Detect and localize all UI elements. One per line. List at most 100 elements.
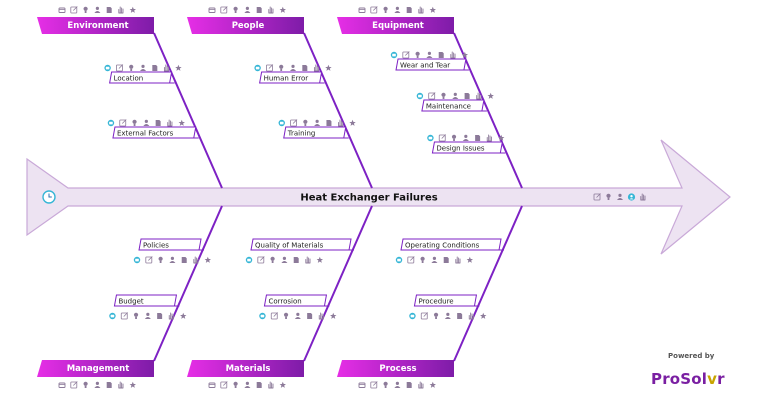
category-people[interactable]: People — [187, 6, 304, 35]
hand-icon[interactable] — [168, 312, 174, 320]
lightbulb-icon[interactable] — [303, 119, 308, 126]
cause-design-issues[interactable]: Design Issues — [427, 134, 506, 154]
clock-icon[interactable] — [42, 190, 56, 204]
user-icon[interactable] — [444, 312, 451, 319]
document-icon[interactable] — [106, 382, 112, 388]
document-icon[interactable] — [106, 7, 112, 13]
document-icon[interactable] — [256, 382, 262, 388]
link-icon[interactable] — [220, 6, 228, 14]
link-icon[interactable] — [70, 6, 78, 14]
category-environment[interactable]: Environment — [37, 6, 154, 35]
user-icon[interactable] — [94, 6, 101, 13]
star-icon[interactable] — [279, 6, 286, 13]
star-icon[interactable] — [498, 134, 505, 141]
hand-icon[interactable] — [476, 92, 482, 100]
user-icon[interactable] — [462, 134, 469, 141]
cause-location[interactable]: Location — [104, 64, 182, 84]
cause-label-box[interactable] — [395, 58, 467, 71]
link-icon[interactable] — [290, 119, 298, 127]
link-icon[interactable] — [402, 51, 410, 59]
cause-wear-and-tear[interactable]: Wear and Tear — [390, 51, 469, 71]
link-icon[interactable] — [266, 64, 274, 72]
document-icon[interactable] — [157, 313, 163, 319]
document-icon[interactable] — [181, 257, 187, 263]
lightbulb-icon[interactable] — [233, 381, 238, 388]
lightbulb-icon[interactable] — [283, 312, 289, 319]
hand-icon[interactable] — [167, 119, 173, 127]
cause-human-error[interactable]: Human Error — [254, 64, 332, 84]
hand-icon[interactable] — [338, 119, 344, 127]
accent-tool-icon[interactable] — [409, 312, 416, 320]
link-icon[interactable] — [220, 381, 228, 389]
link-icon[interactable] — [370, 6, 378, 14]
hand-icon[interactable] — [318, 312, 324, 320]
user-icon[interactable] — [244, 381, 251, 388]
hand-icon[interactable] — [418, 381, 424, 389]
hand-icon[interactable] — [486, 134, 492, 142]
user-icon[interactable] — [244, 6, 251, 13]
lightbulb-icon[interactable] — [279, 64, 284, 71]
lightbulb-icon[interactable] — [83, 6, 88, 13]
user-icon[interactable] — [143, 119, 150, 126]
category-materials[interactable]: Materials — [187, 360, 304, 389]
lightbulb-icon[interactable] — [420, 256, 425, 263]
star-icon[interactable] — [178, 119, 185, 126]
star-icon[interactable] — [325, 64, 332, 71]
lightbulb-icon[interactable] — [83, 381, 88, 388]
cause-budget[interactable]: Budget — [109, 294, 187, 320]
document-icon[interactable] — [326, 120, 332, 126]
lightbulb-icon[interactable] — [441, 92, 446, 99]
hand-icon[interactable] — [163, 64, 170, 72]
link-icon[interactable] — [407, 256, 415, 264]
user-icon[interactable] — [144, 312, 151, 319]
lightbulb-icon[interactable] — [233, 6, 238, 13]
cause-maintenance[interactable]: Maintenance — [416, 92, 494, 112]
hand-icon[interactable] — [268, 6, 274, 14]
lightbulb-icon[interactable] — [383, 381, 388, 388]
tool-icon[interactable] — [358, 7, 366, 13]
cause-label-box[interactable] — [421, 99, 485, 112]
star-icon[interactable] — [429, 381, 436, 388]
accent-tool-icon[interactable] — [245, 256, 253, 264]
star-icon[interactable] — [480, 312, 487, 319]
user-icon[interactable] — [140, 64, 147, 71]
cause-label-box[interactable] — [413, 294, 478, 307]
accent-tool-icon[interactable] — [427, 134, 434, 142]
accent-tool-icon[interactable] — [278, 119, 285, 127]
user-icon[interactable] — [431, 256, 438, 263]
lightbulb-icon[interactable] — [383, 6, 388, 13]
link-icon[interactable] — [370, 381, 378, 389]
star-icon[interactable] — [466, 256, 474, 263]
hand-icon[interactable] — [305, 256, 311, 264]
document-icon[interactable] — [307, 313, 313, 319]
accent-tool-icon[interactable] — [395, 256, 403, 264]
star-icon[interactable] — [429, 6, 436, 13]
document-icon[interactable] — [443, 257, 449, 263]
star-icon[interactable] — [487, 92, 494, 99]
cause-quality-of-materials[interactable]: Quality of Materials — [245, 238, 355, 264]
cause-corrosion[interactable]: Corrosion — [259, 294, 337, 320]
avatar-icon[interactable] — [627, 193, 636, 201]
hand-icon[interactable] — [313, 64, 320, 72]
cause-label-box[interactable] — [283, 126, 347, 139]
cause-label-box[interactable] — [109, 71, 173, 84]
tool-icon[interactable] — [58, 7, 66, 13]
accent-tool-icon[interactable] — [254, 64, 261, 72]
category-header[interactable] — [187, 17, 304, 34]
user-icon[interactable] — [169, 256, 176, 263]
link-icon[interactable] — [120, 312, 129, 320]
user-icon[interactable] — [290, 64, 297, 71]
link-icon[interactable] — [116, 64, 124, 72]
lightbulb-icon[interactable] — [129, 64, 134, 71]
document-icon[interactable] — [293, 257, 299, 263]
document-icon[interactable] — [457, 313, 463, 319]
star-icon[interactable] — [180, 312, 187, 319]
link-icon[interactable] — [145, 256, 153, 264]
document-icon[interactable] — [438, 52, 444, 58]
tool-icon[interactable] — [208, 7, 216, 13]
star-icon[interactable] — [175, 64, 182, 71]
document-icon[interactable] — [475, 135, 481, 141]
user-icon[interactable] — [426, 51, 433, 58]
category-header[interactable] — [337, 17, 454, 34]
category-management[interactable]: Management — [37, 360, 154, 389]
